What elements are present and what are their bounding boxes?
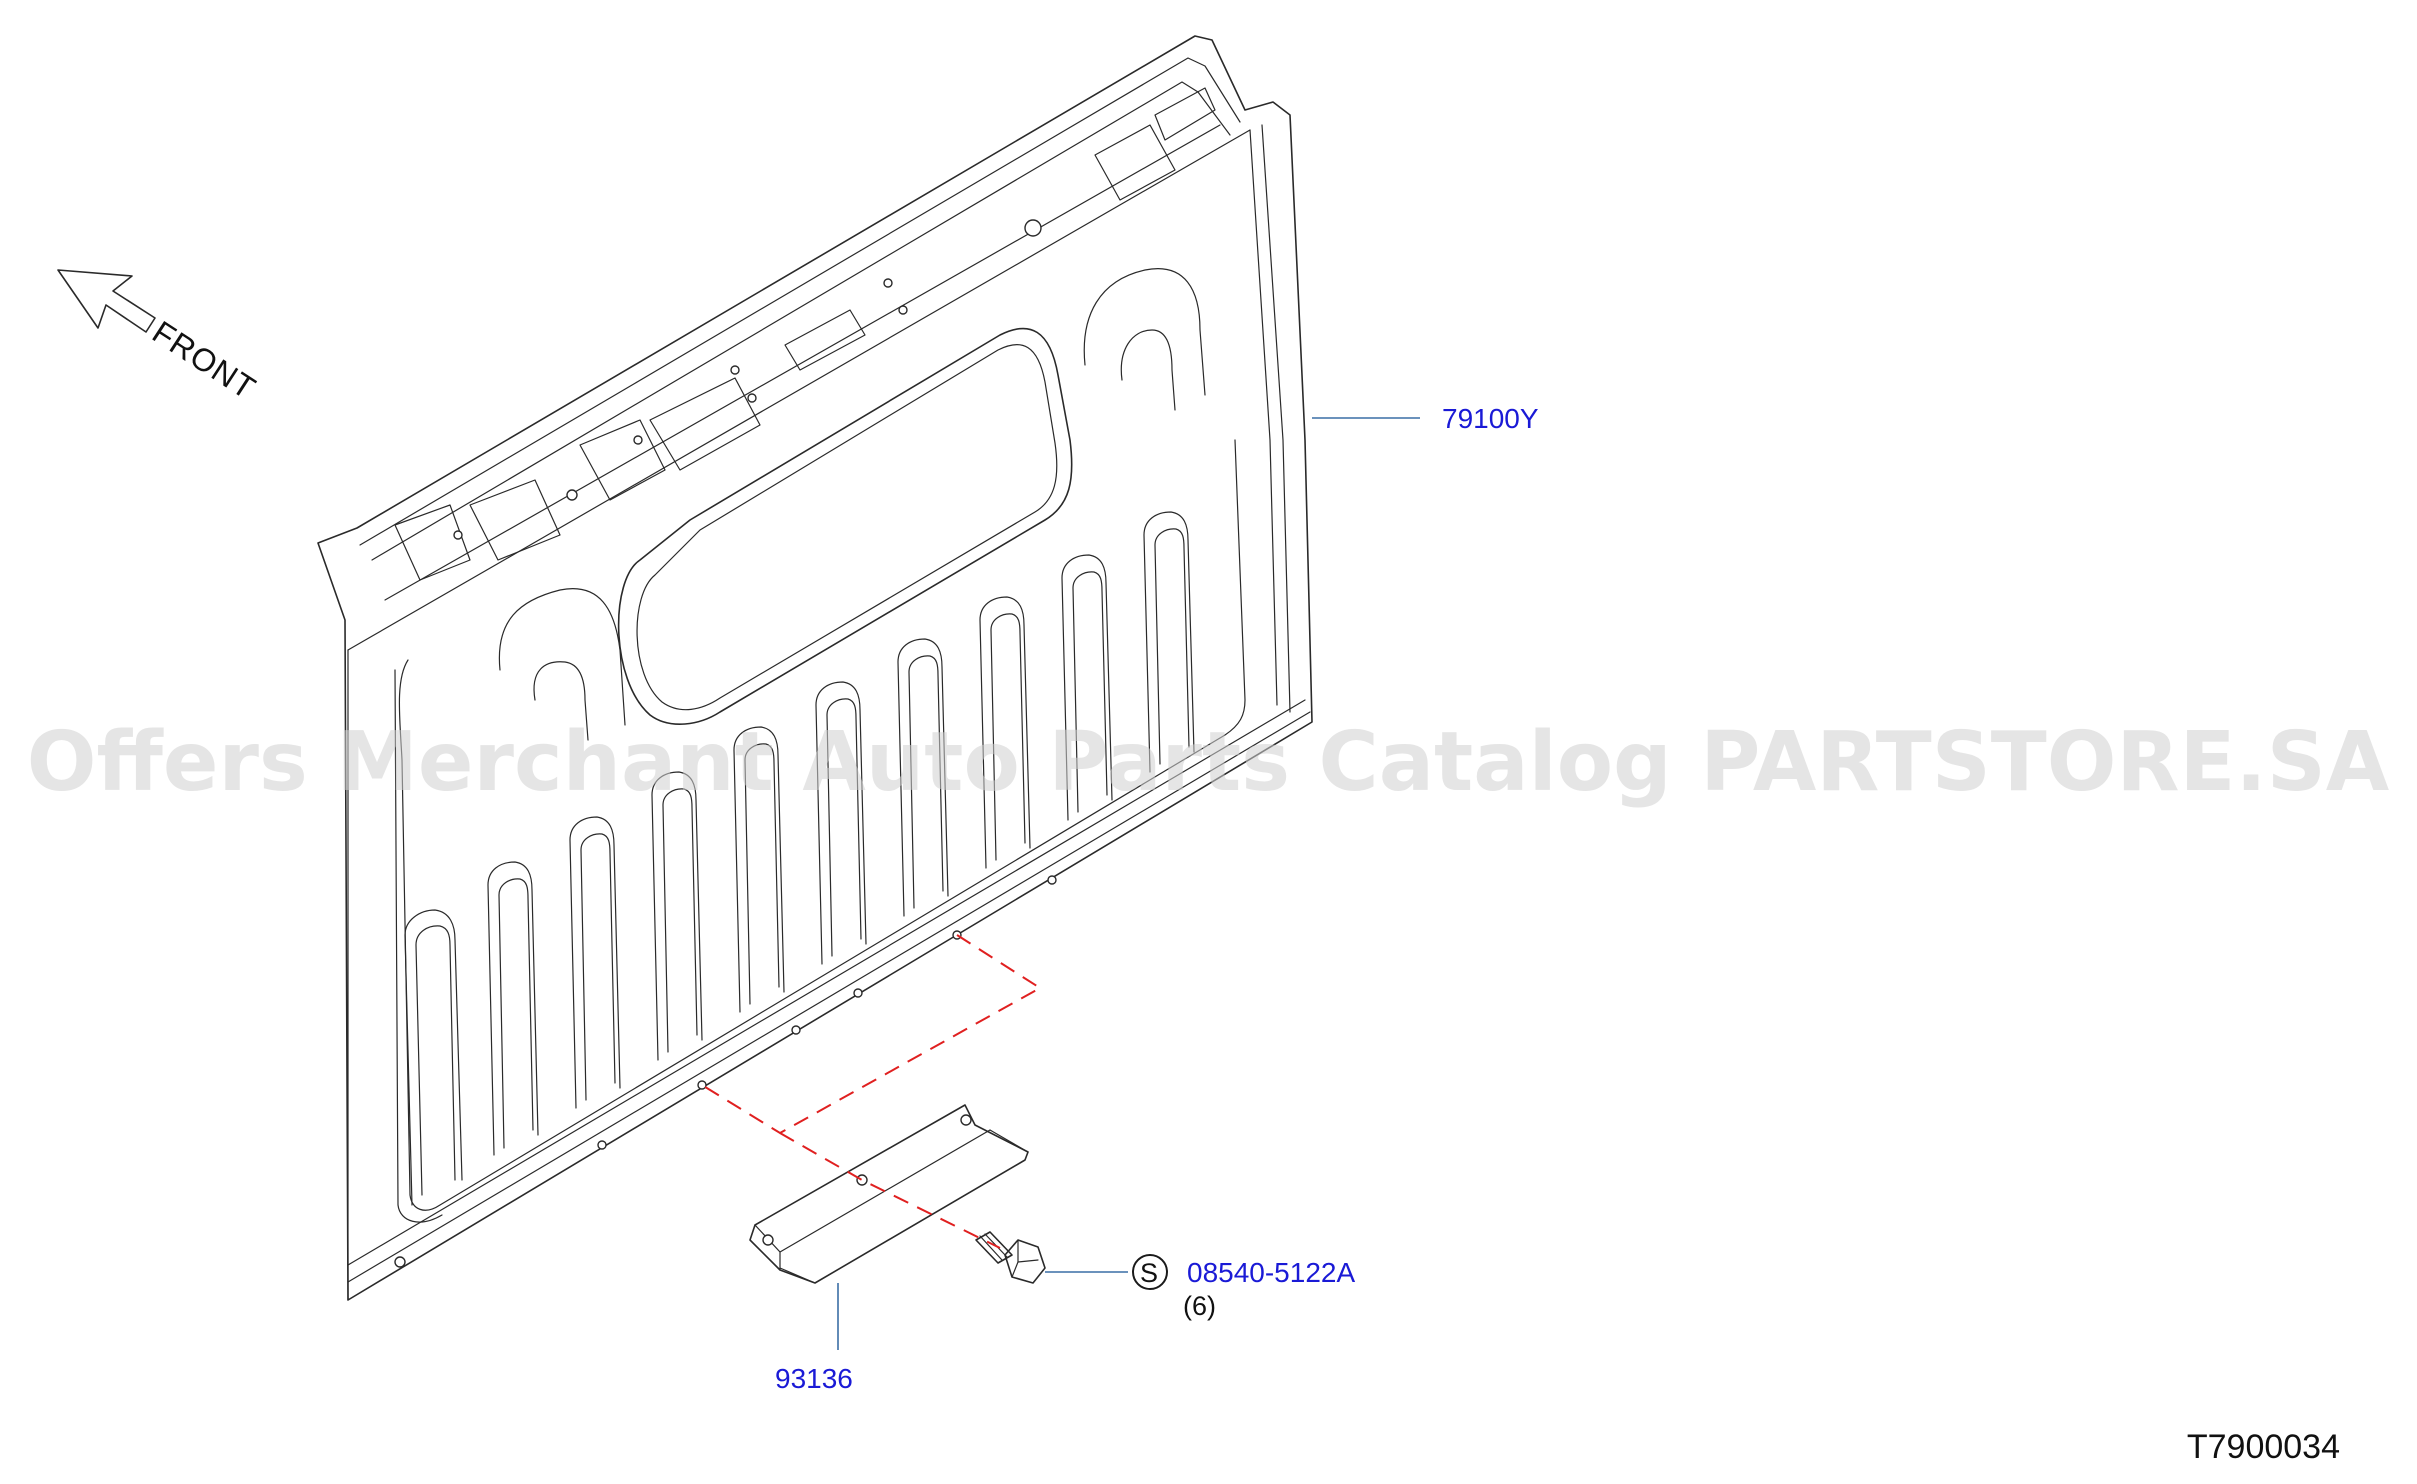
drawing-code: T7900034 [2187,1428,2340,1466]
part-number-93136[interactable]: 93136 [775,1363,853,1394]
front-label: FRONT [146,314,262,407]
bolt-quantity: (6) [1183,1291,1216,1321]
part-number-79100Y[interactable]: 79100Y [1442,403,1539,434]
circle-s-icon: S [1132,1254,1168,1290]
part-number-08540-5122A[interactable]: 08540-5122A [1187,1257,1355,1288]
assembly-dash-lines [701,934,1042,1249]
bolt-drawing [975,1231,1046,1284]
rear-panel-drawing [317,35,1313,1301]
front-arrow-icon [57,269,156,333]
bracket-drawing [749,1104,1029,1284]
watermark-text: Offers Merchant Auto Parts Catalog PARTS… [27,715,2390,810]
standard-part-symbol: S [1140,1258,1158,1288]
panel-ribs [404,511,1195,1206]
leader-lines [837,417,1420,1350]
